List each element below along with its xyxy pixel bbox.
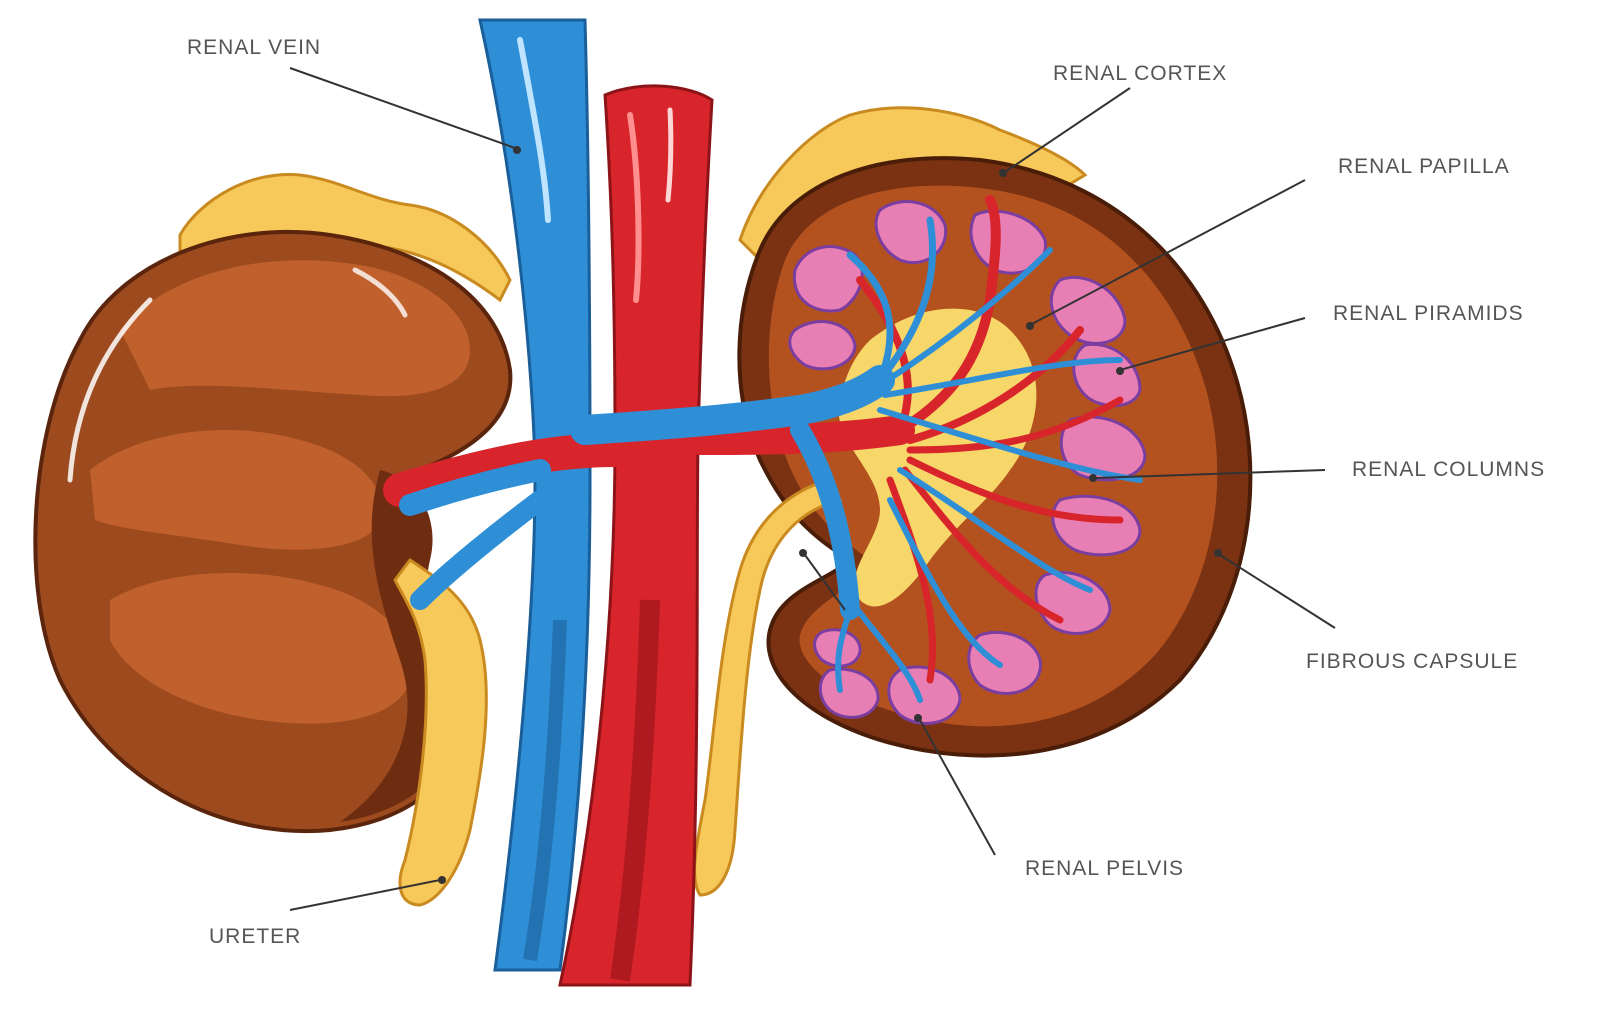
dot-fibrous-capsule xyxy=(1214,549,1222,557)
dot-ureter xyxy=(438,876,446,884)
label-renal-pelvis: RENAL PELVIS xyxy=(1025,857,1184,881)
pyramid xyxy=(790,322,855,369)
leader-fibrous-capsule xyxy=(1220,555,1335,628)
left-renal-vein-lower xyxy=(420,500,540,600)
label-renal-cortex: RENAL CORTEX xyxy=(1053,62,1227,86)
label-ureter: URETER xyxy=(209,925,301,949)
label-renal-piramids: RENAL PIRAMIDS xyxy=(1333,302,1524,326)
dot-renal-pelvis xyxy=(914,714,922,722)
leader-renal-vein xyxy=(290,68,515,148)
label-fibrous-capsule: FIBROUS CAPSULE xyxy=(1306,650,1518,674)
dot-renal-pelvis-2 xyxy=(799,549,807,557)
dot-renal-vein xyxy=(513,146,521,154)
label-renal-vein: RENAL VEIN xyxy=(187,36,321,60)
label-renal-papilla: RENAL PAPILLA xyxy=(1338,155,1510,179)
label-renal-columns: RENAL COLUMNS xyxy=(1352,458,1545,482)
leader-renal-cortex xyxy=(1005,88,1130,172)
dot-renal-columns xyxy=(1089,474,1097,482)
aorta-highlight-2 xyxy=(668,110,671,200)
dot-renal-cortex xyxy=(999,169,1007,177)
dot-renal-piramids xyxy=(1116,367,1124,375)
dot-renal-papilla xyxy=(1026,322,1034,330)
